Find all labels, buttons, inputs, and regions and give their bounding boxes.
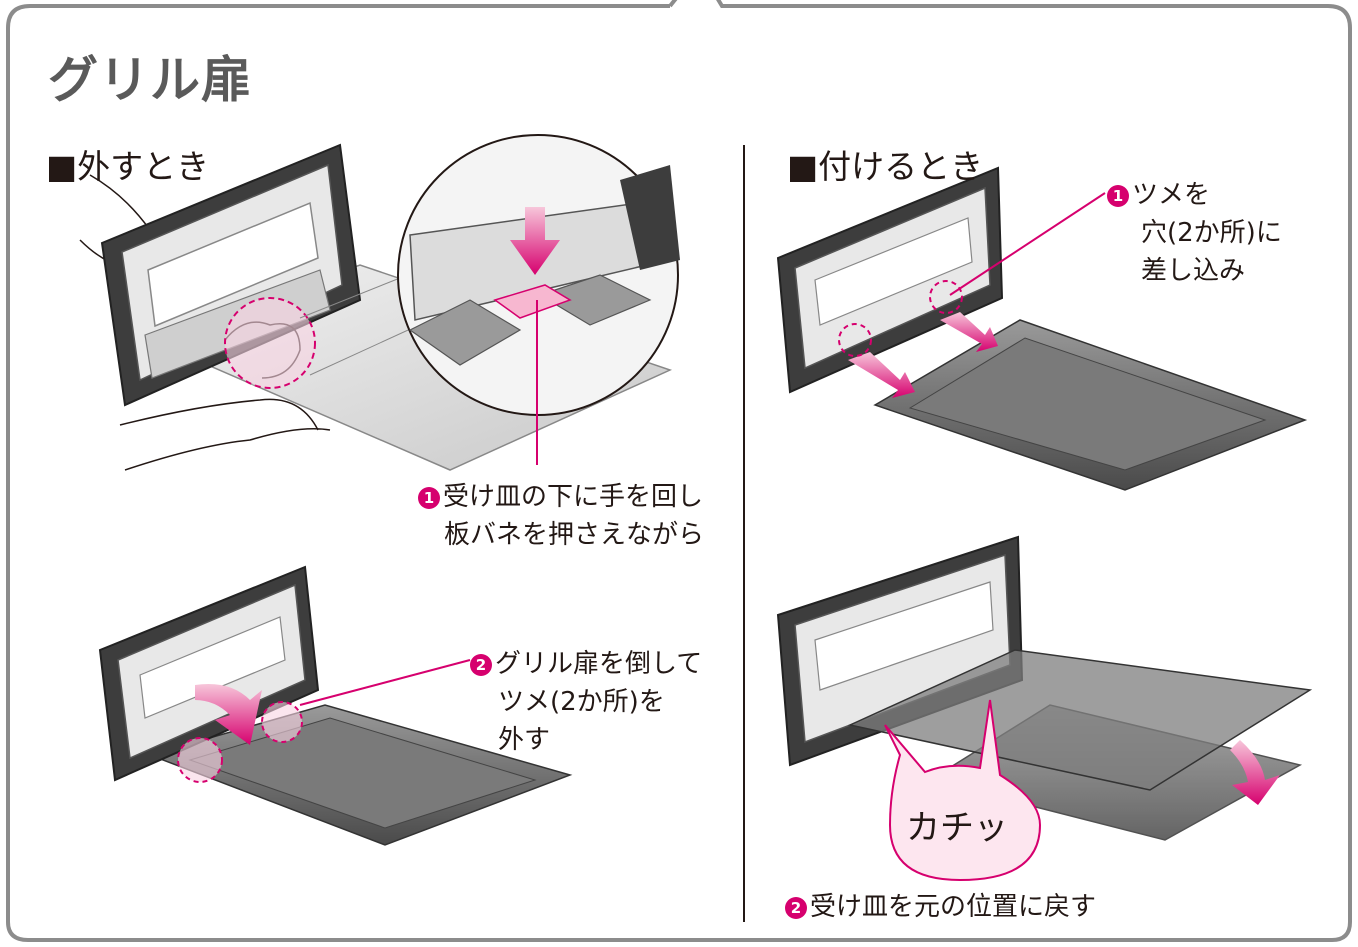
zoom-tab <box>538 274 652 326</box>
remove-step1-line2: 板バネを押さえながら <box>444 520 705 550</box>
hole-highlight <box>929 280 963 314</box>
grill-door <box>776 535 1024 767</box>
step-number-badge: 1 <box>1107 185 1129 207</box>
step2-pointer-line <box>299 659 471 706</box>
door-leader-line <box>89 174 151 231</box>
insert-arrow <box>940 312 998 352</box>
attach-step1-line2: 穴(2か所)に <box>1141 218 1282 248</box>
page-title: グリル扉 <box>48 51 252 109</box>
step-number-badge: 1 <box>418 487 440 509</box>
insert-arrow <box>848 352 915 398</box>
remove-illustration-2 <box>98 565 573 846</box>
grill-door <box>98 565 320 782</box>
remove-step2-line3: 外す <box>498 725 551 755</box>
hole-highlight <box>838 323 872 357</box>
attach-heading: ■付けるとき <box>787 147 984 186</box>
attach-step1-line3: 差し込み <box>1141 256 1246 286</box>
remove-illustration-1 <box>79 134 680 471</box>
frame-notch <box>668 0 678 8</box>
claw-highlight <box>177 737 223 783</box>
highlight-circle <box>224 297 316 389</box>
claw-highlight <box>261 701 303 743</box>
outer-frame <box>6 0 1352 942</box>
attach-step1-pointer <box>949 192 1106 296</box>
step-number-badge: 2 <box>785 897 807 919</box>
attach-illustration-1 <box>776 166 1308 491</box>
attach-step2-line1: 受け皿を元の位置に戻す <box>810 892 1097 922</box>
remove-step1-line1: 受け皿の下に手を回し <box>443 482 704 512</box>
attach-illustration-2 <box>776 535 1313 882</box>
zoom-arrow <box>510 207 560 275</box>
zoom-spring <box>493 284 572 319</box>
step-number-badge: 2 <box>470 654 492 676</box>
click-sound-label: カチッ <box>906 808 1008 848</box>
tilt-arrow <box>195 684 262 745</box>
click-bubble <box>884 699 1042 882</box>
tray-upper <box>847 649 1313 791</box>
tray-inner <box>908 337 1267 471</box>
remove-step2-line2: ツメ(2か所)を <box>498 687 665 717</box>
grill-door <box>776 166 1004 394</box>
lower-arrow <box>1230 740 1280 805</box>
remove-heading: ■外すとき <box>46 147 210 186</box>
remove-step2-line1: グリル扉を倒して <box>495 649 703 679</box>
zoom-door-edge-dark <box>620 165 680 270</box>
attach-step1-line1: ツメを <box>1132 180 1211 210</box>
zoom-tab <box>408 299 522 366</box>
